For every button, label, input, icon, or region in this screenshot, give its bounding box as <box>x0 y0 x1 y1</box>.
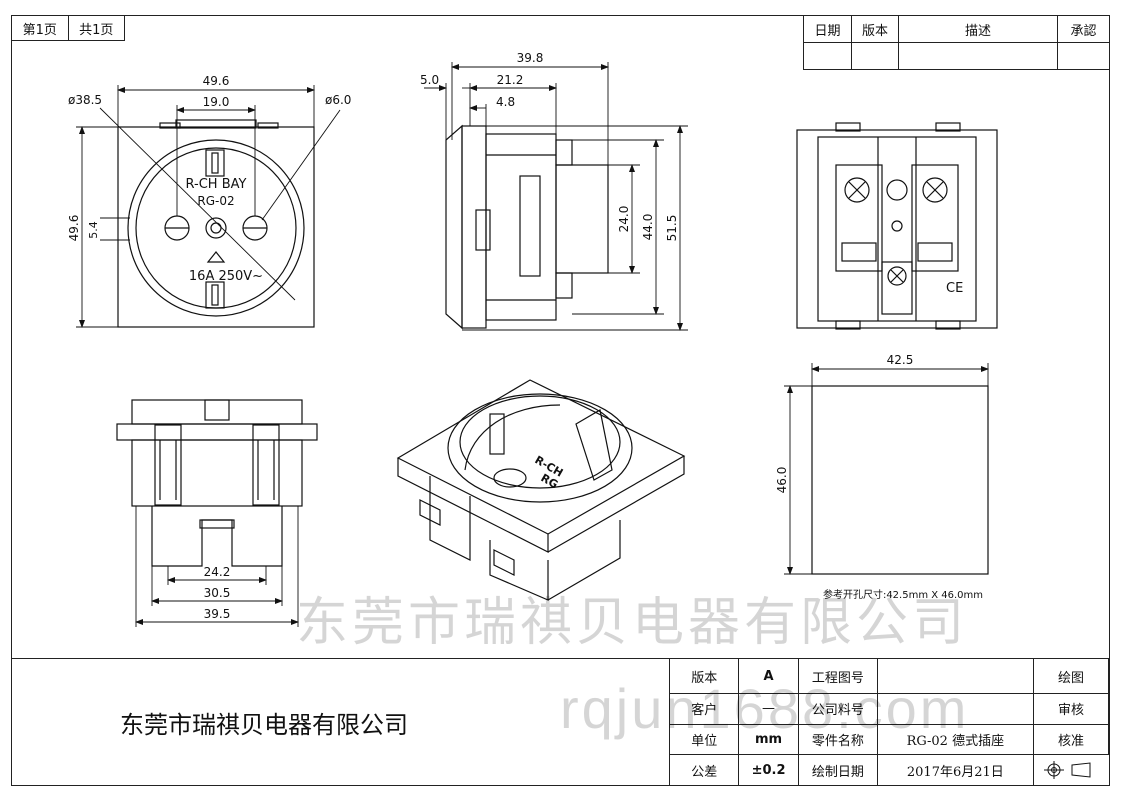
tb-value-customer: — <box>738 693 799 725</box>
bottom-view-dimensions <box>135 506 299 627</box>
tb-label-part-name: 零件名称 <box>797 723 878 756</box>
front-view <box>99 107 341 328</box>
tb-label-draw: 绘图 <box>1033 657 1109 695</box>
dim-cutout-height: 46.0 <box>775 467 789 494</box>
tb-value-date: 2017年6月21日 <box>876 754 1035 786</box>
tb-label-drawing-no: 工程图号 <box>797 657 878 695</box>
dim-hole-dia: ø6.0 <box>325 93 351 107</box>
dim-slot-spacing: 19.0 <box>203 95 230 109</box>
dim-bottom-1: 24.2 <box>204 565 231 579</box>
tb-value-unit: mm <box>738 723 799 756</box>
technical-drawing: 49.6 19.0 ø38.5 ø6.0 49.6 5.4 R-CH BAY R… <box>67 51 998 627</box>
tb-label-tolerance: 公差 <box>669 754 740 786</box>
model-text: RG-02 <box>197 194 234 208</box>
dim-small: 5.4 <box>87 221 100 239</box>
tb-value-draw <box>1108 657 1110 695</box>
cutout-dimensions <box>784 363 989 575</box>
front-view-dimensions <box>76 85 315 328</box>
dim-side-h1: 24.0 <box>617 206 631 233</box>
dim-side-depth: 21.2 <box>497 73 524 87</box>
tb-label-version: 版本 <box>669 657 740 695</box>
dim-front-height: 49.6 <box>67 215 81 242</box>
dim-side-flange: 5.0 <box>420 73 439 87</box>
dim-side-h2: 44.0 <box>641 214 655 241</box>
dim-side-h3: 51.5 <box>665 215 679 242</box>
tb-value-review <box>1108 693 1110 725</box>
side-view-dimensions <box>424 62 688 331</box>
projection-symbol-cell <box>1033 754 1110 786</box>
tb-value-tolerance: ±0.2 <box>738 754 799 786</box>
tb-value-part-no <box>876 693 1035 725</box>
ce-mark: CE <box>946 281 963 296</box>
bottom-view-labels: 24.2 30.5 39.5 <box>204 565 231 621</box>
dim-circle-dia: ø38.5 <box>68 93 102 107</box>
page-number-box: 第1页 共1页 <box>11 15 125 41</box>
projection-icon <box>1043 761 1091 780</box>
tb-value-version: A <box>738 657 799 695</box>
cutout-view <box>811 385 989 575</box>
tb-value-drawing-no <box>876 657 1035 695</box>
drawing-frame <box>11 15 1110 786</box>
side-view-labels: 39.8 21.2 5.0 4.8 24.0 44.0 51.5 <box>420 51 679 241</box>
dim-cutout-width: 42.5 <box>887 353 914 367</box>
tb-label-date: 绘制日期 <box>797 754 878 786</box>
side-view <box>445 124 609 330</box>
tb-label-part-no: 公司料号 <box>797 693 878 725</box>
front-view-labels: 49.6 19.0 ø38.5 ø6.0 49.6 5.4 R-CH BAY R… <box>67 74 351 284</box>
revision-table: 日期 版本 描述 承認 <box>803 15 1110 70</box>
rear-view <box>796 122 998 330</box>
tb-value-part-name: RG-02 德式插座 <box>876 723 1035 756</box>
page-number: 第1页 <box>11 15 69 41</box>
page-total: 共1页 <box>67 15 125 41</box>
bottom-view <box>116 399 318 567</box>
tb-label-review: 审核 <box>1033 693 1109 725</box>
cutout-note: 参考开孔尺寸:42.5mm X 46.0mm <box>823 588 983 601</box>
dim-bottom-2: 30.5 <box>204 586 231 600</box>
company-name: 东莞市瑞祺贝电器有限公司 <box>10 658 671 786</box>
tb-label-customer: 客户 <box>669 693 740 725</box>
title-block: 东莞市瑞祺贝电器有限公司 版本 A 工程图号 绘图 客户 — 公司料号 审核 单… <box>10 657 1110 786</box>
dim-bottom-3: 39.5 <box>204 607 231 621</box>
brand-text: R-CH BAY <box>186 177 247 192</box>
dim-side-step: 4.8 <box>496 95 515 109</box>
dim-side-overall: 39.8 <box>517 51 544 65</box>
tb-value-approve <box>1108 723 1110 756</box>
cutout-labels: 42.5 46.0 参考开孔尺寸:42.5mm X 46.0mm <box>775 353 983 601</box>
rating-text: 16A 250V~ <box>189 269 263 284</box>
isometric-labels: R-CH RG <box>533 453 566 491</box>
rev-header-approve: 承認 <box>1057 15 1110 43</box>
tb-label-unit: 单位 <box>669 723 740 756</box>
isometric-view <box>396 379 686 601</box>
tb-label-approve: 核准 <box>1033 723 1109 756</box>
dim-front-width: 49.6 <box>203 74 230 88</box>
